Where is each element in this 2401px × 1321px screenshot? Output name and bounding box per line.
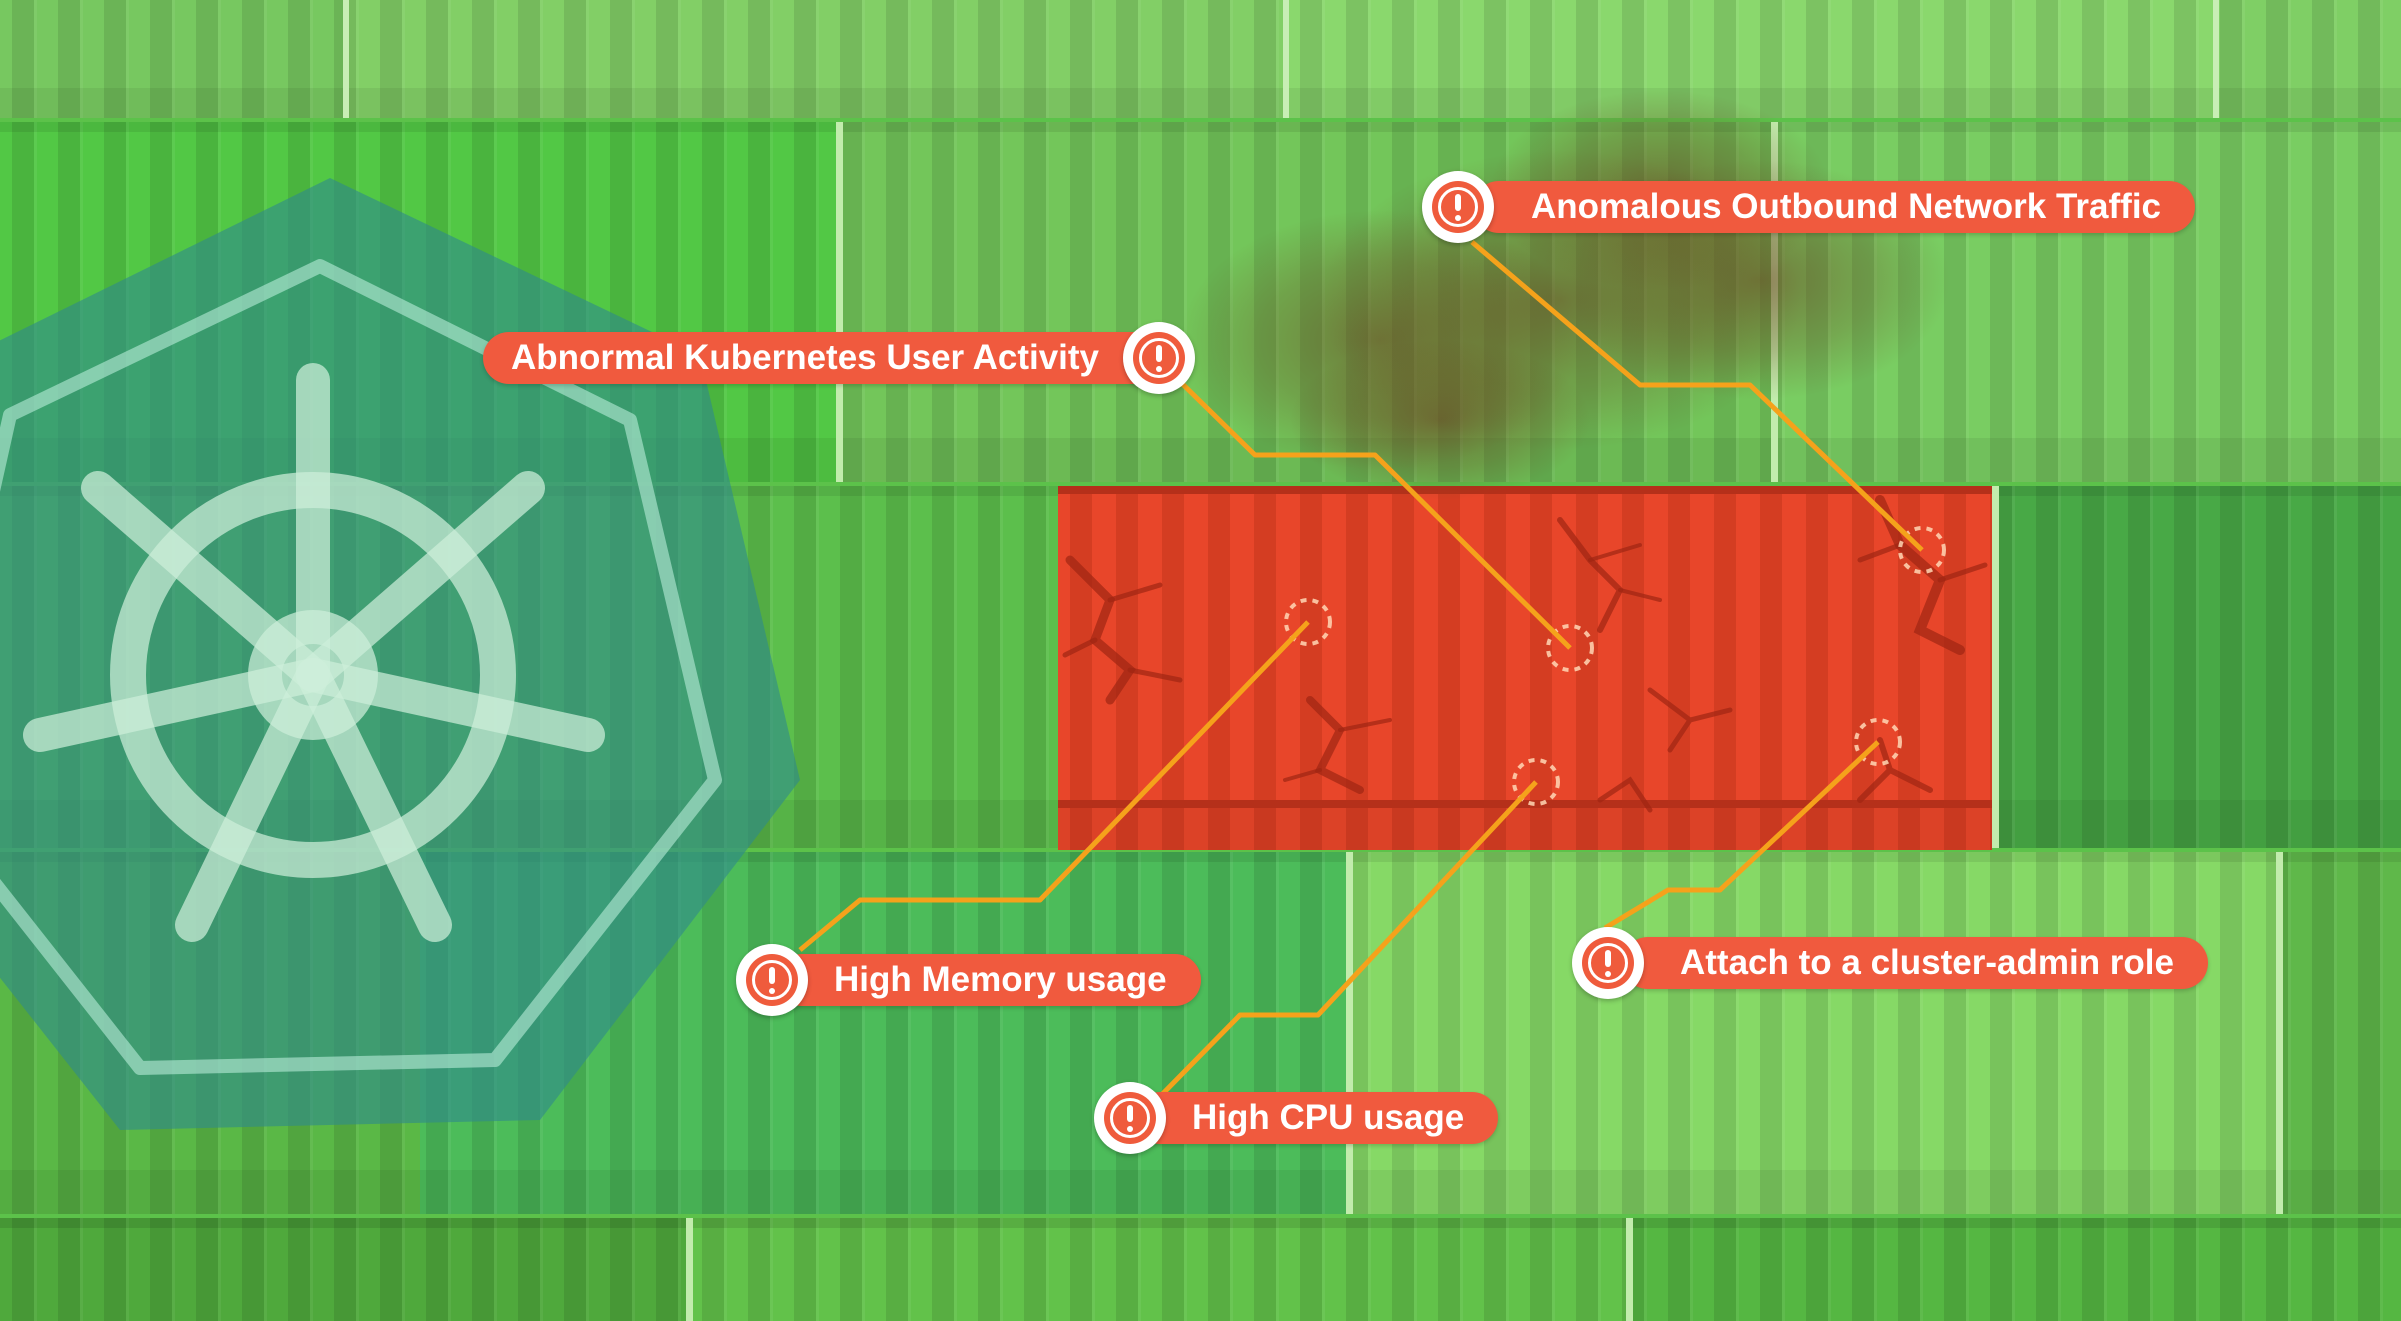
alert-label: Abnormal Kubernetes User Activity (511, 338, 1100, 377)
kubernetes-helm-icon (23, 363, 605, 942)
exclamation-circle-icon (1422, 171, 1494, 243)
exclamation-circle-icon (1572, 927, 1644, 999)
container-row-0 (0, 0, 2401, 118)
container-row-4 (0, 1218, 2401, 1321)
exclamation-circle-icon (736, 944, 808, 1016)
alert-badge-memory: High Memory usage (776, 954, 1201, 1006)
exclamation-circle-icon (1094, 1082, 1166, 1154)
exclamation-circle-icon (1123, 322, 1195, 394)
alert-label: Anomalous Outbound Network Traffic (1531, 187, 2162, 226)
target-markers (1284, 526, 1946, 806)
compromised-container (1058, 486, 1992, 850)
alert-badge-cpu: High CPU usage (1134, 1092, 1499, 1144)
alert-label: High CPU usage (1192, 1098, 1465, 1137)
alert-label: High Memory usage (834, 960, 1167, 999)
alert-badge-network: Anomalous Outbound Network Traffic (1473, 181, 2196, 233)
alert-badge-cluster-admin: Attach to a cluster-admin role (1622, 937, 2208, 989)
connector-lines (798, 240, 1924, 1129)
alert-badge-user-activity: Abnormal Kubernetes User Activity (483, 332, 1166, 384)
alert-label: Attach to a cluster-admin role (1680, 943, 2174, 982)
